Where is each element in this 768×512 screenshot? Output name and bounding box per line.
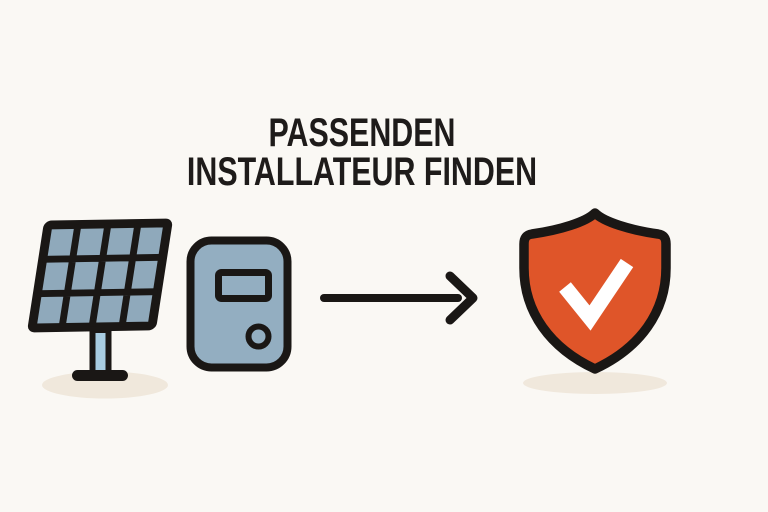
page-title: PASSENDEN INSTALLATEUR FINDEN (0, 111, 724, 194)
shield-shadow (523, 372, 667, 394)
arrow-right-icon (320, 271, 478, 325)
inverter-display (215, 269, 272, 302)
title-line-1: PASSENDEN (268, 111, 456, 155)
inverter-button (245, 323, 272, 350)
inverter-body (186, 236, 292, 372)
shield-check-icon (519, 208, 671, 374)
solar-panel-base (72, 370, 128, 381)
solar-panel-face (27, 218, 173, 333)
solar-panel-icon (27, 218, 173, 381)
checkmark (559, 258, 634, 331)
solar-panel-pole (89, 327, 112, 377)
shield-body (519, 208, 671, 374)
solar-panel-grid (36, 223, 164, 328)
inverter-icon (186, 236, 292, 372)
arrow-head (445, 271, 478, 325)
title-line-2: INSTALLATEUR FINDEN (186, 150, 538, 194)
